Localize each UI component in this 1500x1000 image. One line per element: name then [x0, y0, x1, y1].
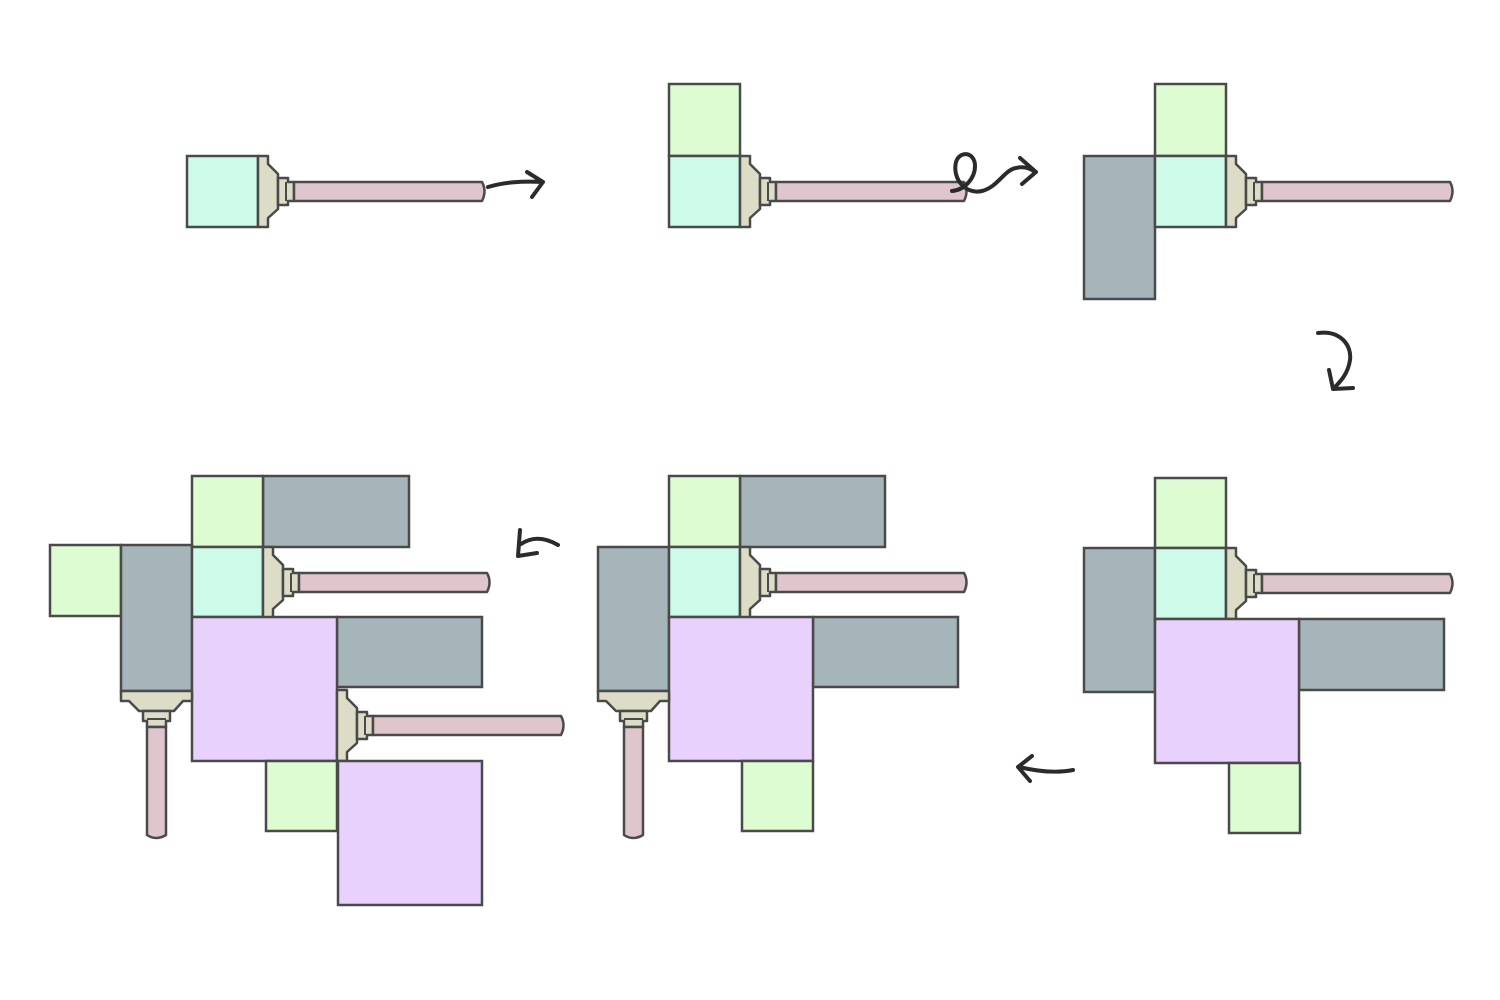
green-square: [667, 474, 742, 549]
step-3-assembly: [1082, 82, 1454, 301]
horizontal-shaft: [335, 688, 565, 763]
green-square: [1153, 82, 1228, 158]
slate-bar: [1082, 154, 1157, 301]
slate-bar: [596, 545, 671, 693]
green-square: [667, 82, 742, 158]
slate-bar: [261, 474, 411, 549]
green-square: [190, 474, 265, 549]
purple-square: [336, 759, 484, 907]
horizontal-shaft: [261, 545, 491, 620]
cyan-square: [667, 545, 742, 619]
arrow-left-icon: [1016, 754, 1075, 783]
horizontal-shaft: [256, 154, 486, 229]
cyan-square: [1153, 154, 1228, 229]
cyan-square: [667, 154, 742, 229]
green-square: [264, 759, 339, 833]
cyan-square: [190, 545, 265, 619]
slate-bar: [1082, 546, 1157, 694]
vertical-shaft: [119, 689, 194, 840]
arrow-right-icon: [486, 170, 545, 199]
horizontal-shaft: [738, 154, 968, 229]
step-2-assembly: [667, 82, 968, 229]
slate-bar: [335, 615, 484, 689]
horizontal-shaft: [1224, 154, 1454, 229]
vertical-shaft: [596, 689, 671, 840]
cyan-square: [1153, 546, 1228, 621]
purple-square: [667, 615, 815, 763]
arrow-loop-right-icon: [950, 152, 1038, 194]
slate-bar: [738, 474, 887, 549]
cyan-square: [185, 154, 260, 229]
purple-square: [1153, 617, 1301, 765]
slate-bar: [119, 543, 194, 693]
slate-bar: [811, 615, 960, 689]
green-square: [1227, 761, 1302, 835]
step-6-assembly: [48, 474, 565, 907]
horizontal-shaft: [1224, 546, 1454, 621]
green-square: [48, 543, 123, 618]
horizontal-shaft: [738, 545, 968, 620]
flow-arrows: [486, 152, 1355, 783]
step-1-assembly: [185, 154, 486, 229]
purple-square: [190, 615, 339, 763]
arrow-curve-down-icon: [1316, 330, 1355, 391]
step-4-assembly: [1082, 476, 1454, 835]
green-square: [1153, 476, 1228, 550]
green-square: [740, 759, 815, 833]
arrow-curve-left-icon: [516, 528, 560, 558]
step-5-assembly: [596, 474, 968, 840]
slate-bar: [1297, 617, 1446, 692]
